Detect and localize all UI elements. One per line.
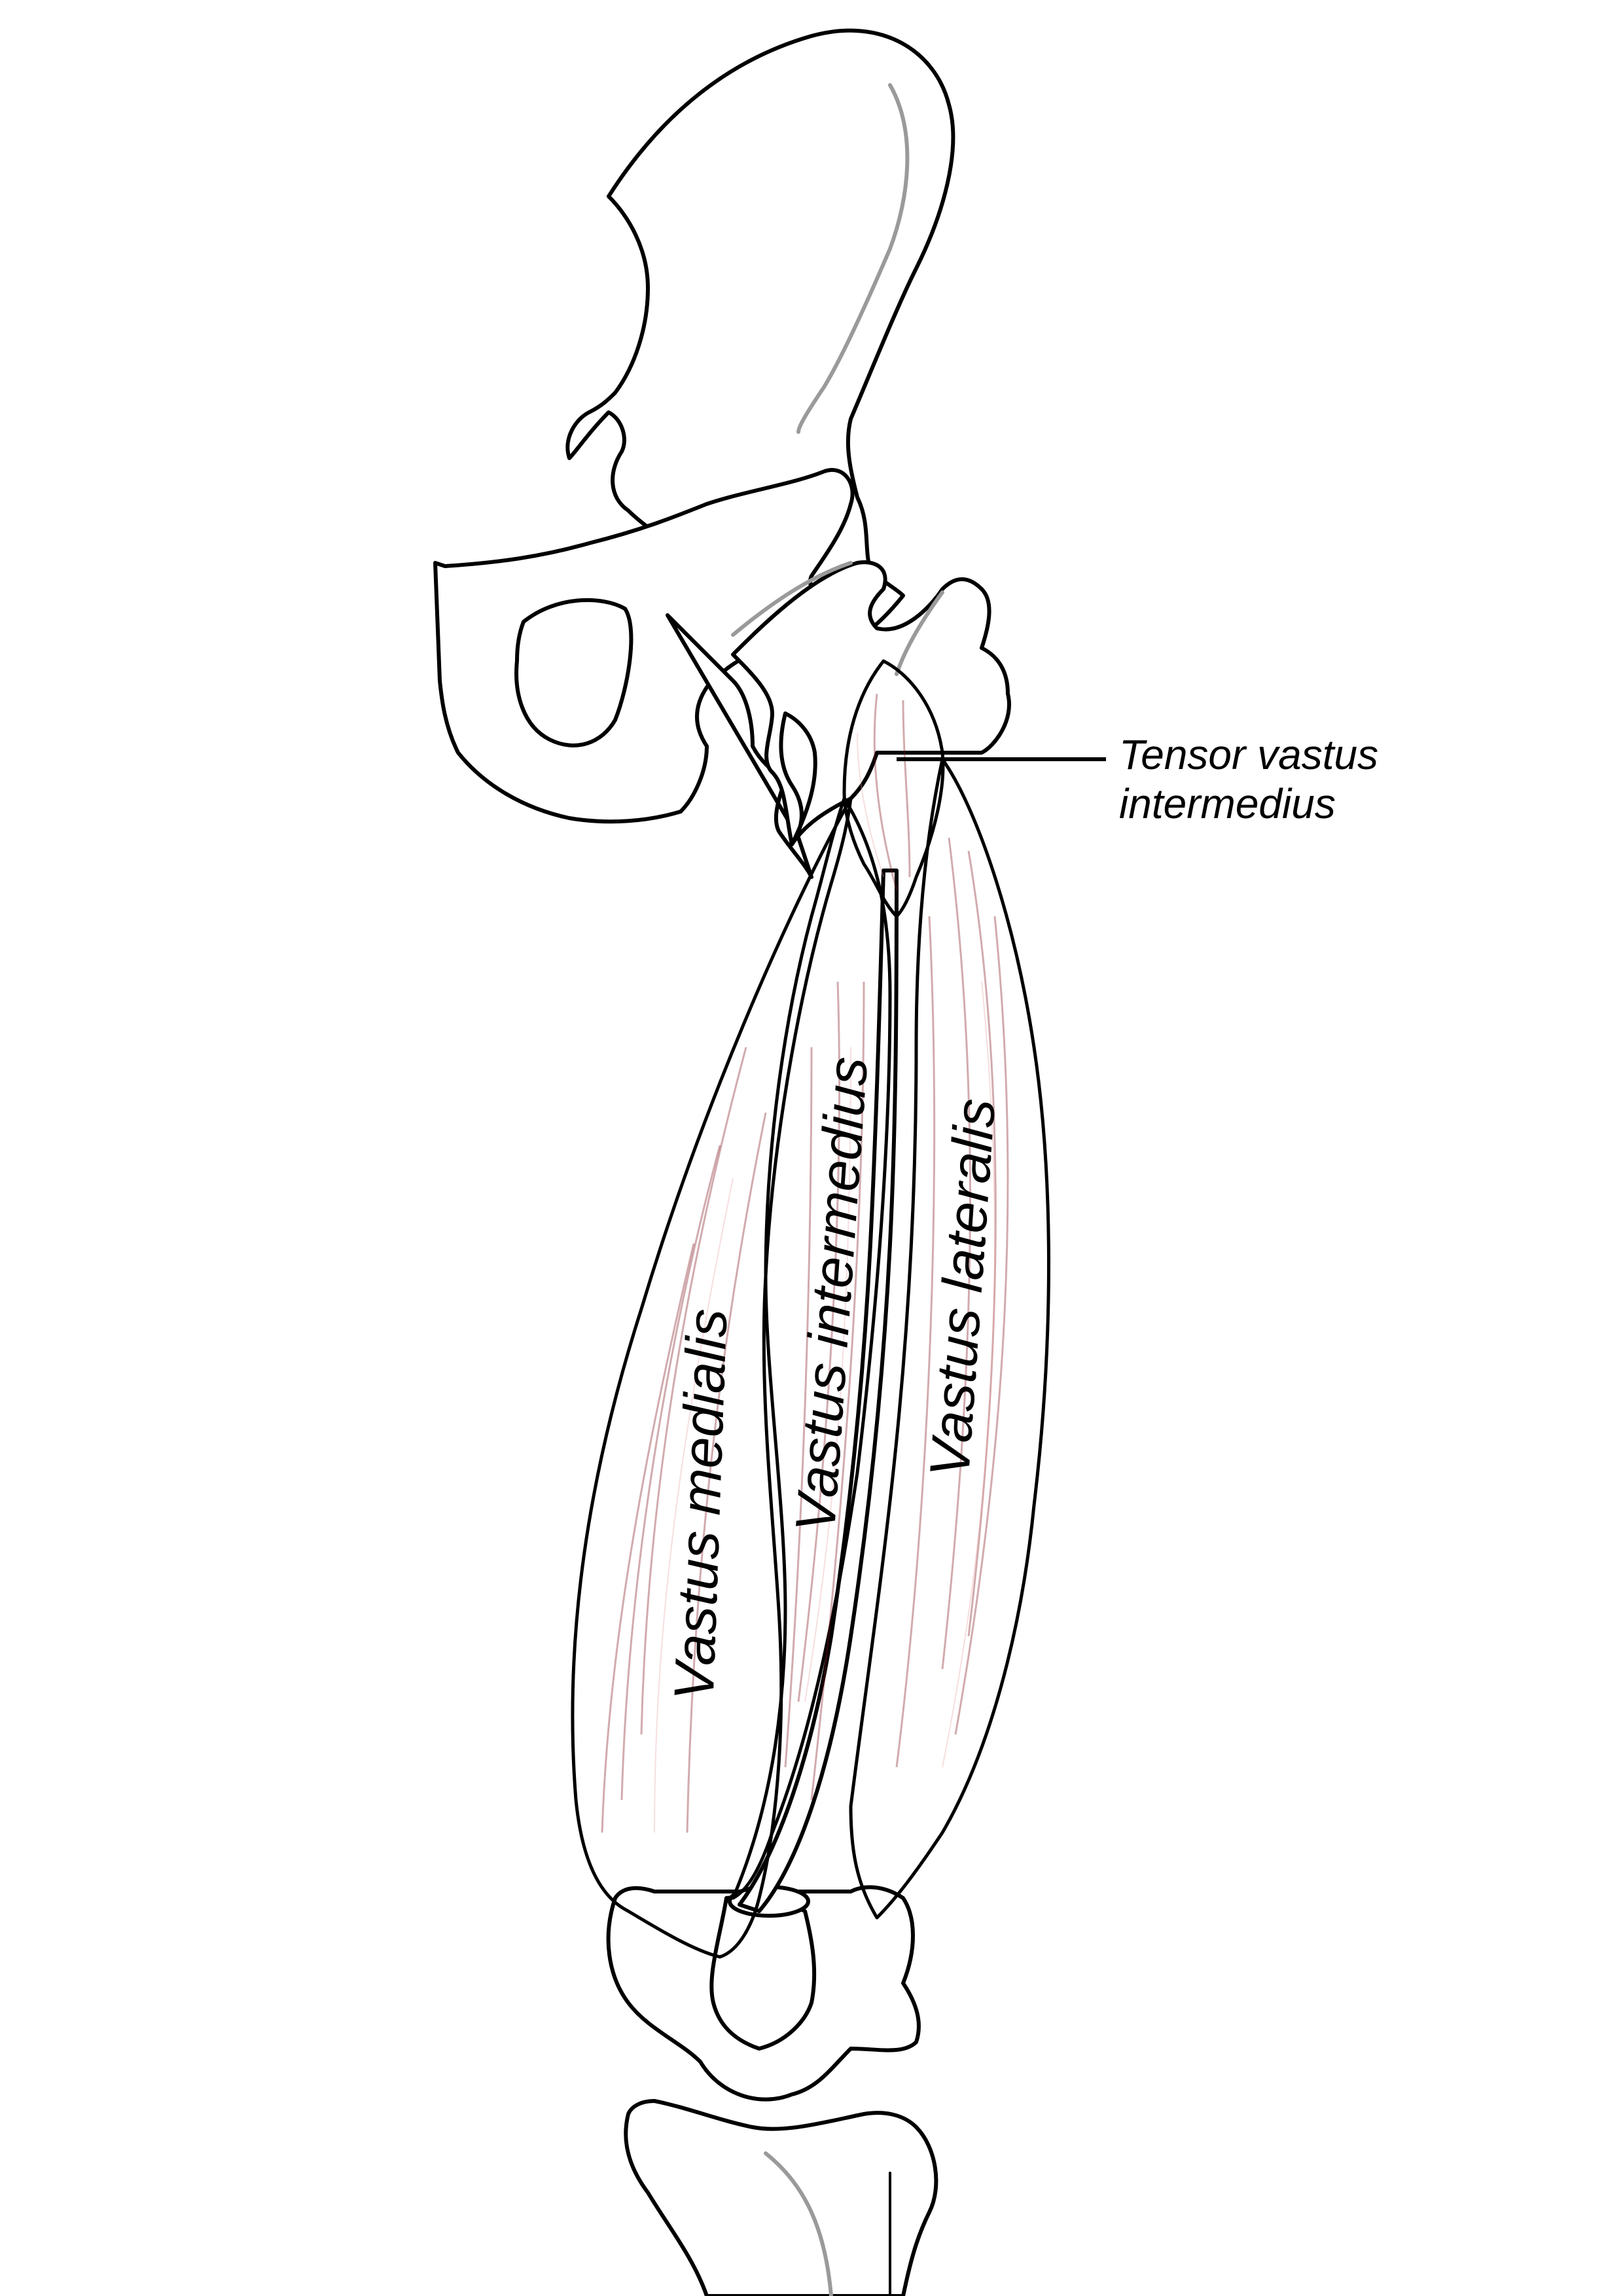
hip-bone	[433, 28, 955, 879]
tensor-vastus-intermedius-muscle	[842, 659, 945, 918]
tensor-vastus-intermedius-callout: Tensor vastus intermedius	[897, 731, 1378, 827]
vastus-medialis-muscle	[571, 797, 853, 1959]
vastus-intermedius-muscle	[731, 797, 892, 1900]
femur-bone	[731, 560, 1011, 846]
callout-label-line2: intermedius	[1119, 780, 1336, 827]
vastus-lateralis-muscle	[849, 757, 1050, 1920]
vastus-medialis-label: Vastus medialis	[663, 1308, 740, 1702]
callout-label-line1: Tensor vastus	[1119, 731, 1378, 778]
knee-and-tibia	[606, 1885, 938, 2296]
muscle-fiber-texture	[601, 693, 1009, 1833]
vastus-lateralis-label: Vastus lateralis	[918, 1096, 1007, 1479]
